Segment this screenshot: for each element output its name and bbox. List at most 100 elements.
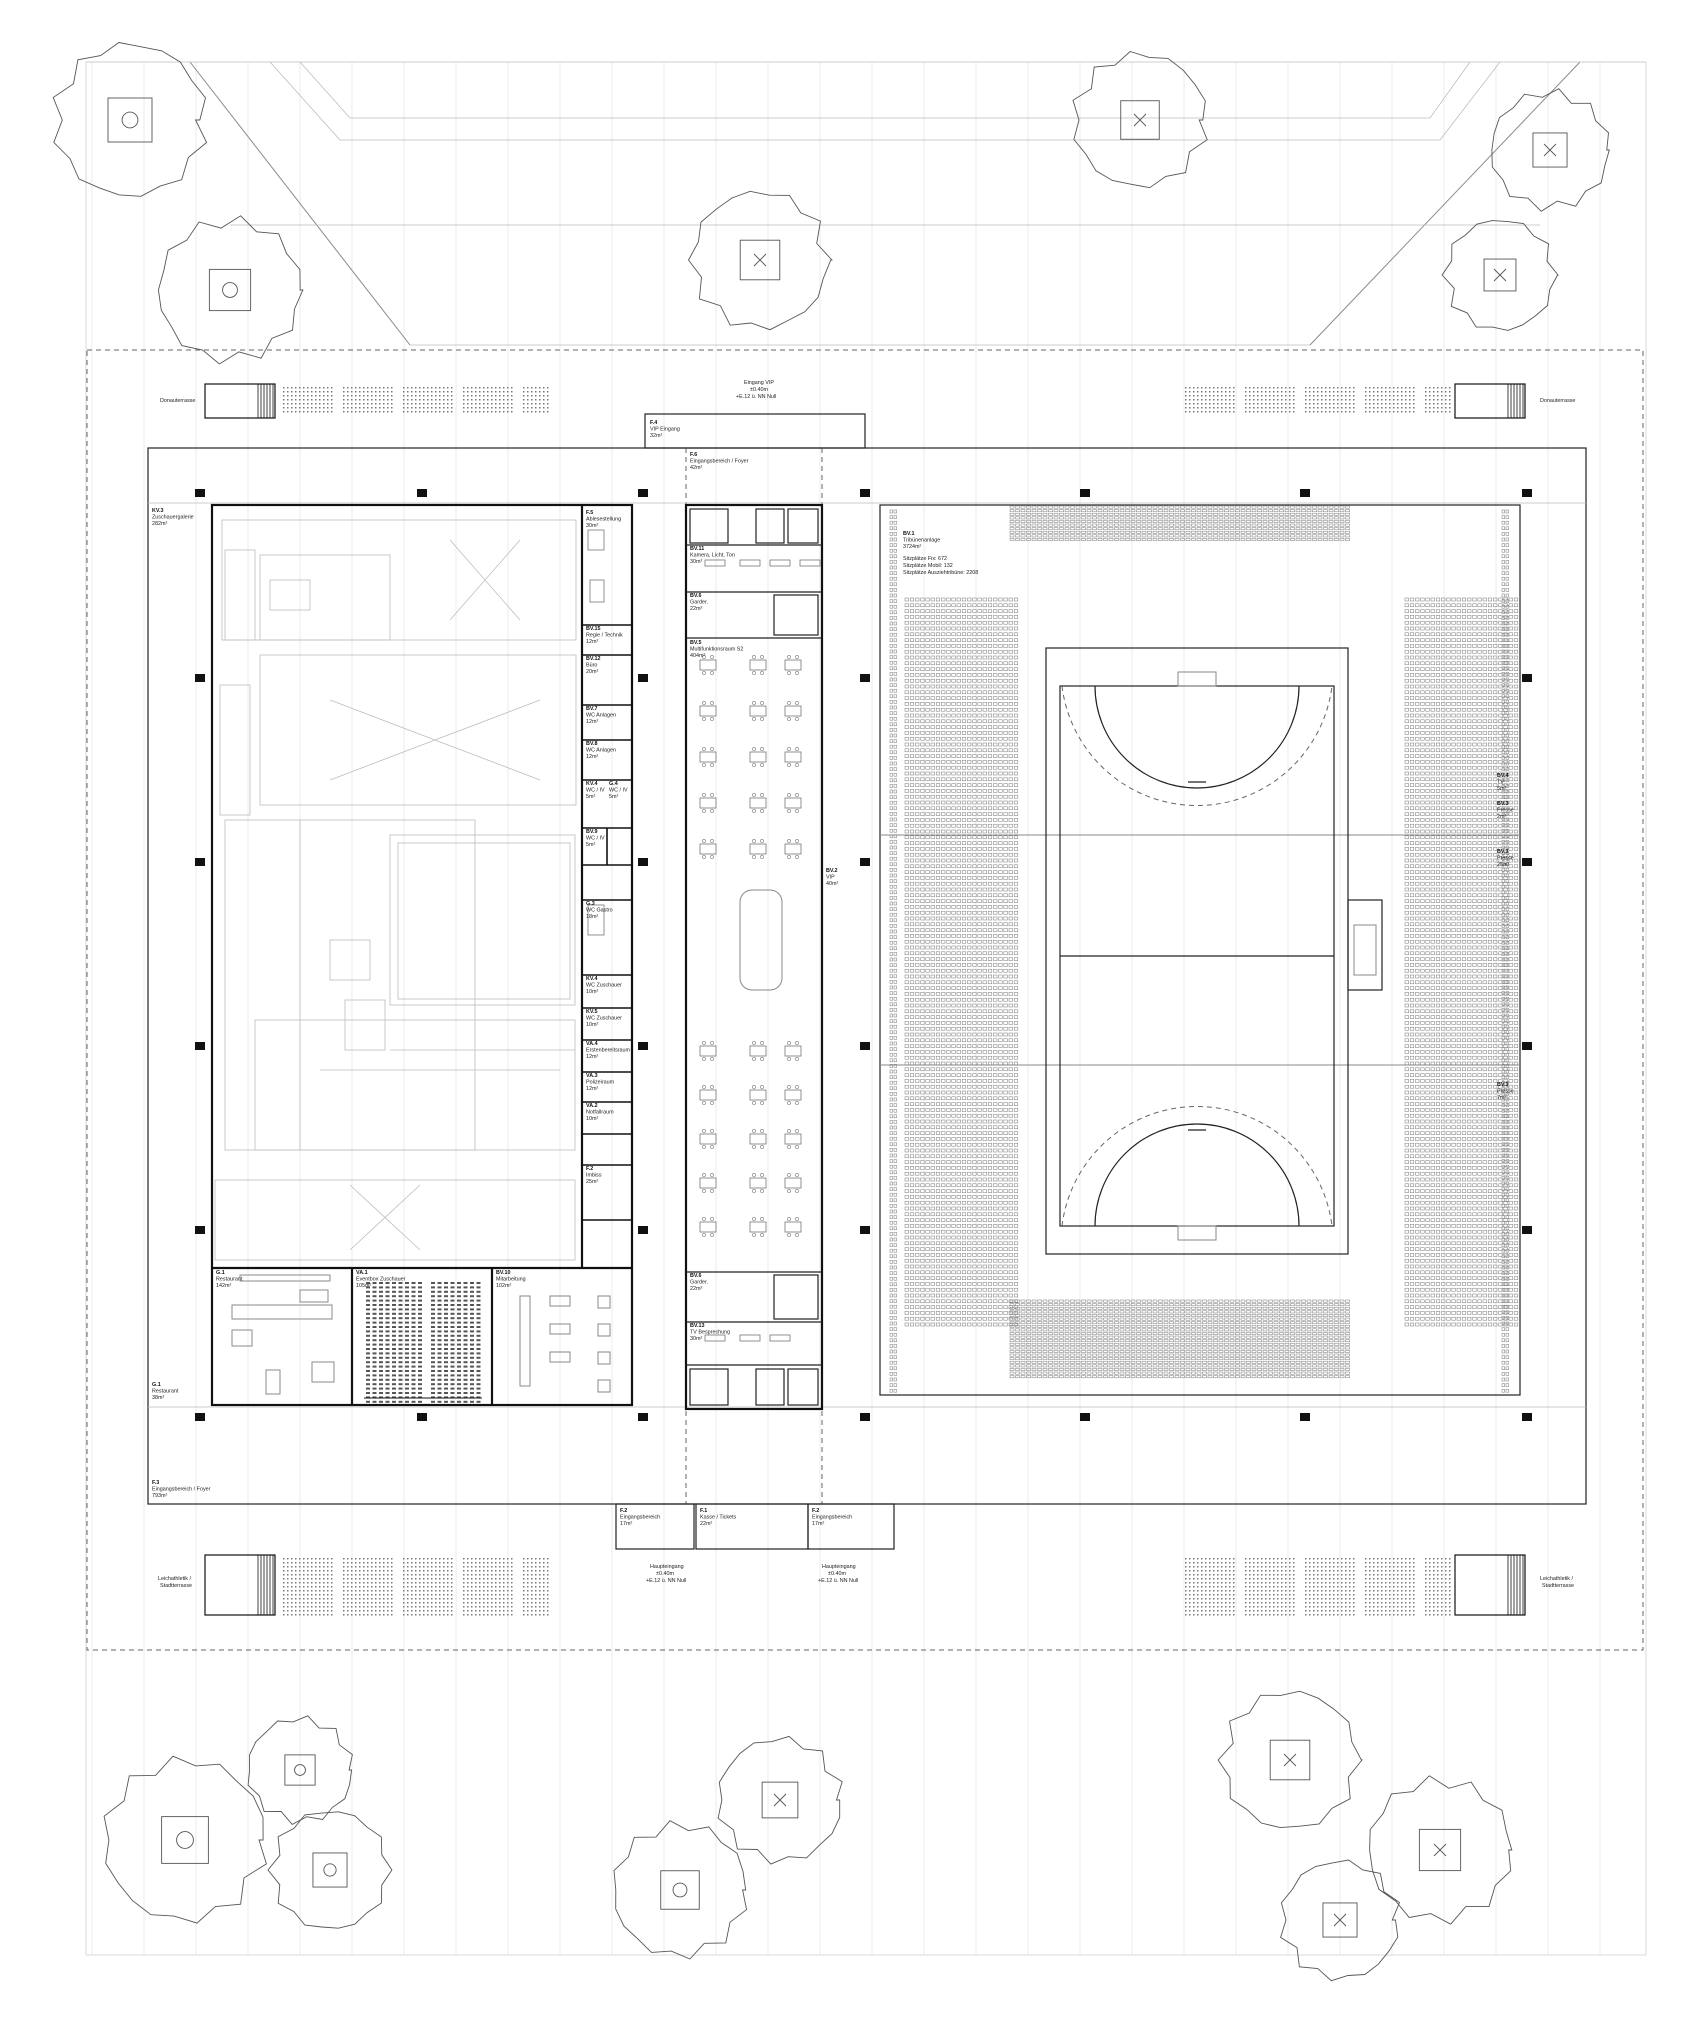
room-area-g3: 18m²	[586, 914, 598, 920]
room-area-f5: 30m²	[586, 523, 598, 529]
upper-terrace	[86, 61, 1646, 346]
eventbox-seating	[364, 1282, 482, 1403]
label-main-entrance-right-2: ±0.40m	[828, 1571, 846, 1577]
room-area-bv2: 40m²	[826, 881, 838, 887]
room-name-bv4: TV	[1497, 780, 1504, 786]
room-name-f4: VIP Eingang	[650, 427, 680, 433]
room-name-bv15: Regie / Technik	[586, 633, 623, 639]
room-code-bv8: BV.8	[586, 741, 598, 747]
room-code-bv6b: BV.6	[690, 1273, 702, 1279]
label-seats-retractable: Sitzplätze Ausziehtribüne: 2208	[903, 570, 978, 576]
room-code-bv1: BV.1	[903, 531, 915, 537]
room-name-f2b: Eingangsbereich	[620, 1515, 660, 1521]
label-vip-entrance-1: Eingang VIP	[744, 380, 774, 386]
room-code-bv3a: BV.3	[1497, 801, 1509, 807]
room-area-g1: 142m²	[216, 1283, 231, 1289]
room-name-va4: Erstenbereitsraum	[586, 1048, 631, 1054]
room-area-f3: 793m²	[152, 1493, 167, 1499]
room-area-bv6: 22m²	[690, 606, 702, 612]
room-name-bv6b: Garder.	[690, 1280, 708, 1286]
room-name-f3: Eingangsbereich / Foyer	[152, 1487, 211, 1493]
room-name-kvy: WC Zuschauer	[586, 983, 622, 989]
label-main-entrance-right-3: +E.12 ü. NN Null	[818, 1578, 858, 1584]
room-code-f1: F.1	[700, 1508, 707, 1514]
label-vip-entrance-3: +E.12 ü. NN Null	[736, 394, 776, 400]
trees	[52, 42, 1610, 1982]
room-area-va3: 12m²	[586, 1086, 598, 1092]
building-outline	[147, 447, 1587, 1505]
room-area-bv15: 12m²	[586, 639, 598, 645]
room-area-bv3b: 25m²	[1497, 862, 1509, 868]
room-name-bv13: TV Besprechung	[690, 1330, 730, 1336]
room-name-bv3c: Presse	[1497, 1089, 1514, 1095]
room-name-bv8: WC Anlagen	[586, 748, 616, 754]
room-area-g1b: 38m²	[152, 1395, 164, 1401]
room-area-kv4: 5m²	[586, 794, 595, 800]
room-name-f2c: Eingangsbereich	[812, 1515, 852, 1521]
room-code-bv13: BV.13	[690, 1323, 705, 1329]
room-code-g4: G.4	[609, 781, 618, 787]
room-area-bv3a: 2m²	[1497, 814, 1506, 820]
room-name-kv5: WC Zuschauer	[586, 1016, 622, 1022]
label-main-entrance-right-1: Haupteingang	[822, 1564, 856, 1570]
room-name-f5: Ablesestellung	[586, 517, 621, 523]
room-code-va3: VA.3	[586, 1073, 598, 1079]
room-name-kv4: WC / IV	[586, 788, 605, 794]
room-name-g1: Restaurant	[216, 1277, 243, 1283]
room-area-bv11: 30m²	[690, 559, 702, 565]
room-code-f6: F.6	[690, 452, 697, 458]
vip-entrance-box	[644, 413, 866, 449]
room-code-bv3c: BV.3	[1497, 1082, 1509, 1088]
room-code-f4: F.4	[650, 420, 657, 426]
room-area-bv10: 102m²	[496, 1283, 511, 1289]
label-main-entrance-left-1: Haupteingang	[650, 1564, 684, 1570]
label-stadtterrasse-right-2: Stadtterrasse	[1542, 1583, 1574, 1589]
room-area-f6: 42m²	[690, 465, 702, 471]
room-area-bv9: 5m²	[586, 842, 595, 848]
main-entrance-box-left	[615, 1503, 695, 1550]
room-name-bv9: WC / IV	[586, 836, 605, 842]
room-name-bv1: Tribünenanlage	[903, 538, 940, 544]
room-name-g3: WC Gastro	[586, 908, 613, 914]
room-area-kvy: 10m²	[586, 989, 598, 995]
label-donauterrasse-right: Donauterrasse	[1540, 398, 1575, 404]
central-spine	[684, 503, 824, 1411]
room-area-bv6b: 22m²	[690, 1286, 702, 1292]
room-area-bv12: 20m²	[586, 669, 598, 675]
room-area-bv3c: 7m²	[1497, 1095, 1506, 1101]
site-grid	[85, 62, 1647, 1956]
room-area-va2: 10m²	[586, 1116, 598, 1122]
room-name-bv5: Multifunktionsraum S2	[690, 647, 743, 653]
terrace-benches	[204, 383, 1526, 1616]
room-code-bv10: BV.10	[496, 1270, 511, 1276]
room-area-f1: 22m²	[700, 1521, 712, 1527]
main-entrance-box-right	[807, 1503, 895, 1550]
arena	[879, 504, 1521, 1396]
room-name-f6: Eingangsbereich / Foyer	[690, 459, 749, 465]
room-code-kv3: KV.3	[152, 508, 164, 514]
label-main-entrance-left-2: ±0.40m	[656, 1571, 674, 1577]
label-stadtterrasse-left-1: Leichathletik /	[158, 1576, 191, 1582]
label-stadtterrasse-right-1: Leichathletik /	[1540, 1576, 1573, 1582]
room-code-va2: VA.2	[586, 1103, 598, 1109]
room-area-bv13: 30m²	[690, 1336, 702, 1342]
room-area-bv5: 404m²	[690, 653, 705, 659]
room-area-bv8: 12m²	[586, 754, 598, 760]
label-seats-mobile: Sitzplätze Mobil: 132	[903, 563, 953, 569]
room-name-f2: Imbiss	[586, 1173, 602, 1179]
room-code-bv9: BV.9	[586, 829, 598, 835]
room-name-bv3a: Presse	[1497, 808, 1514, 814]
room-name-f1: Kasse / Tickets	[700, 1515, 737, 1521]
room-code-bv11: BV.11	[690, 546, 704, 552]
room-area-bv1: 3724m²	[903, 544, 921, 550]
room-code-bv15: BV.15	[586, 626, 601, 632]
room-code-bv2: BV.2	[826, 868, 838, 874]
room-area-va1: 105m²	[356, 1283, 371, 1289]
room-code-g1: G.1	[216, 1270, 225, 1276]
room-area-kv5: 10m²	[586, 1022, 598, 1028]
room-area-f2: 25m²	[586, 1179, 598, 1185]
room-code-bv5: BV.5	[690, 640, 702, 646]
room-name-bv2: VIP	[826, 875, 835, 881]
room-name-g4: WC / IV	[609, 788, 628, 794]
